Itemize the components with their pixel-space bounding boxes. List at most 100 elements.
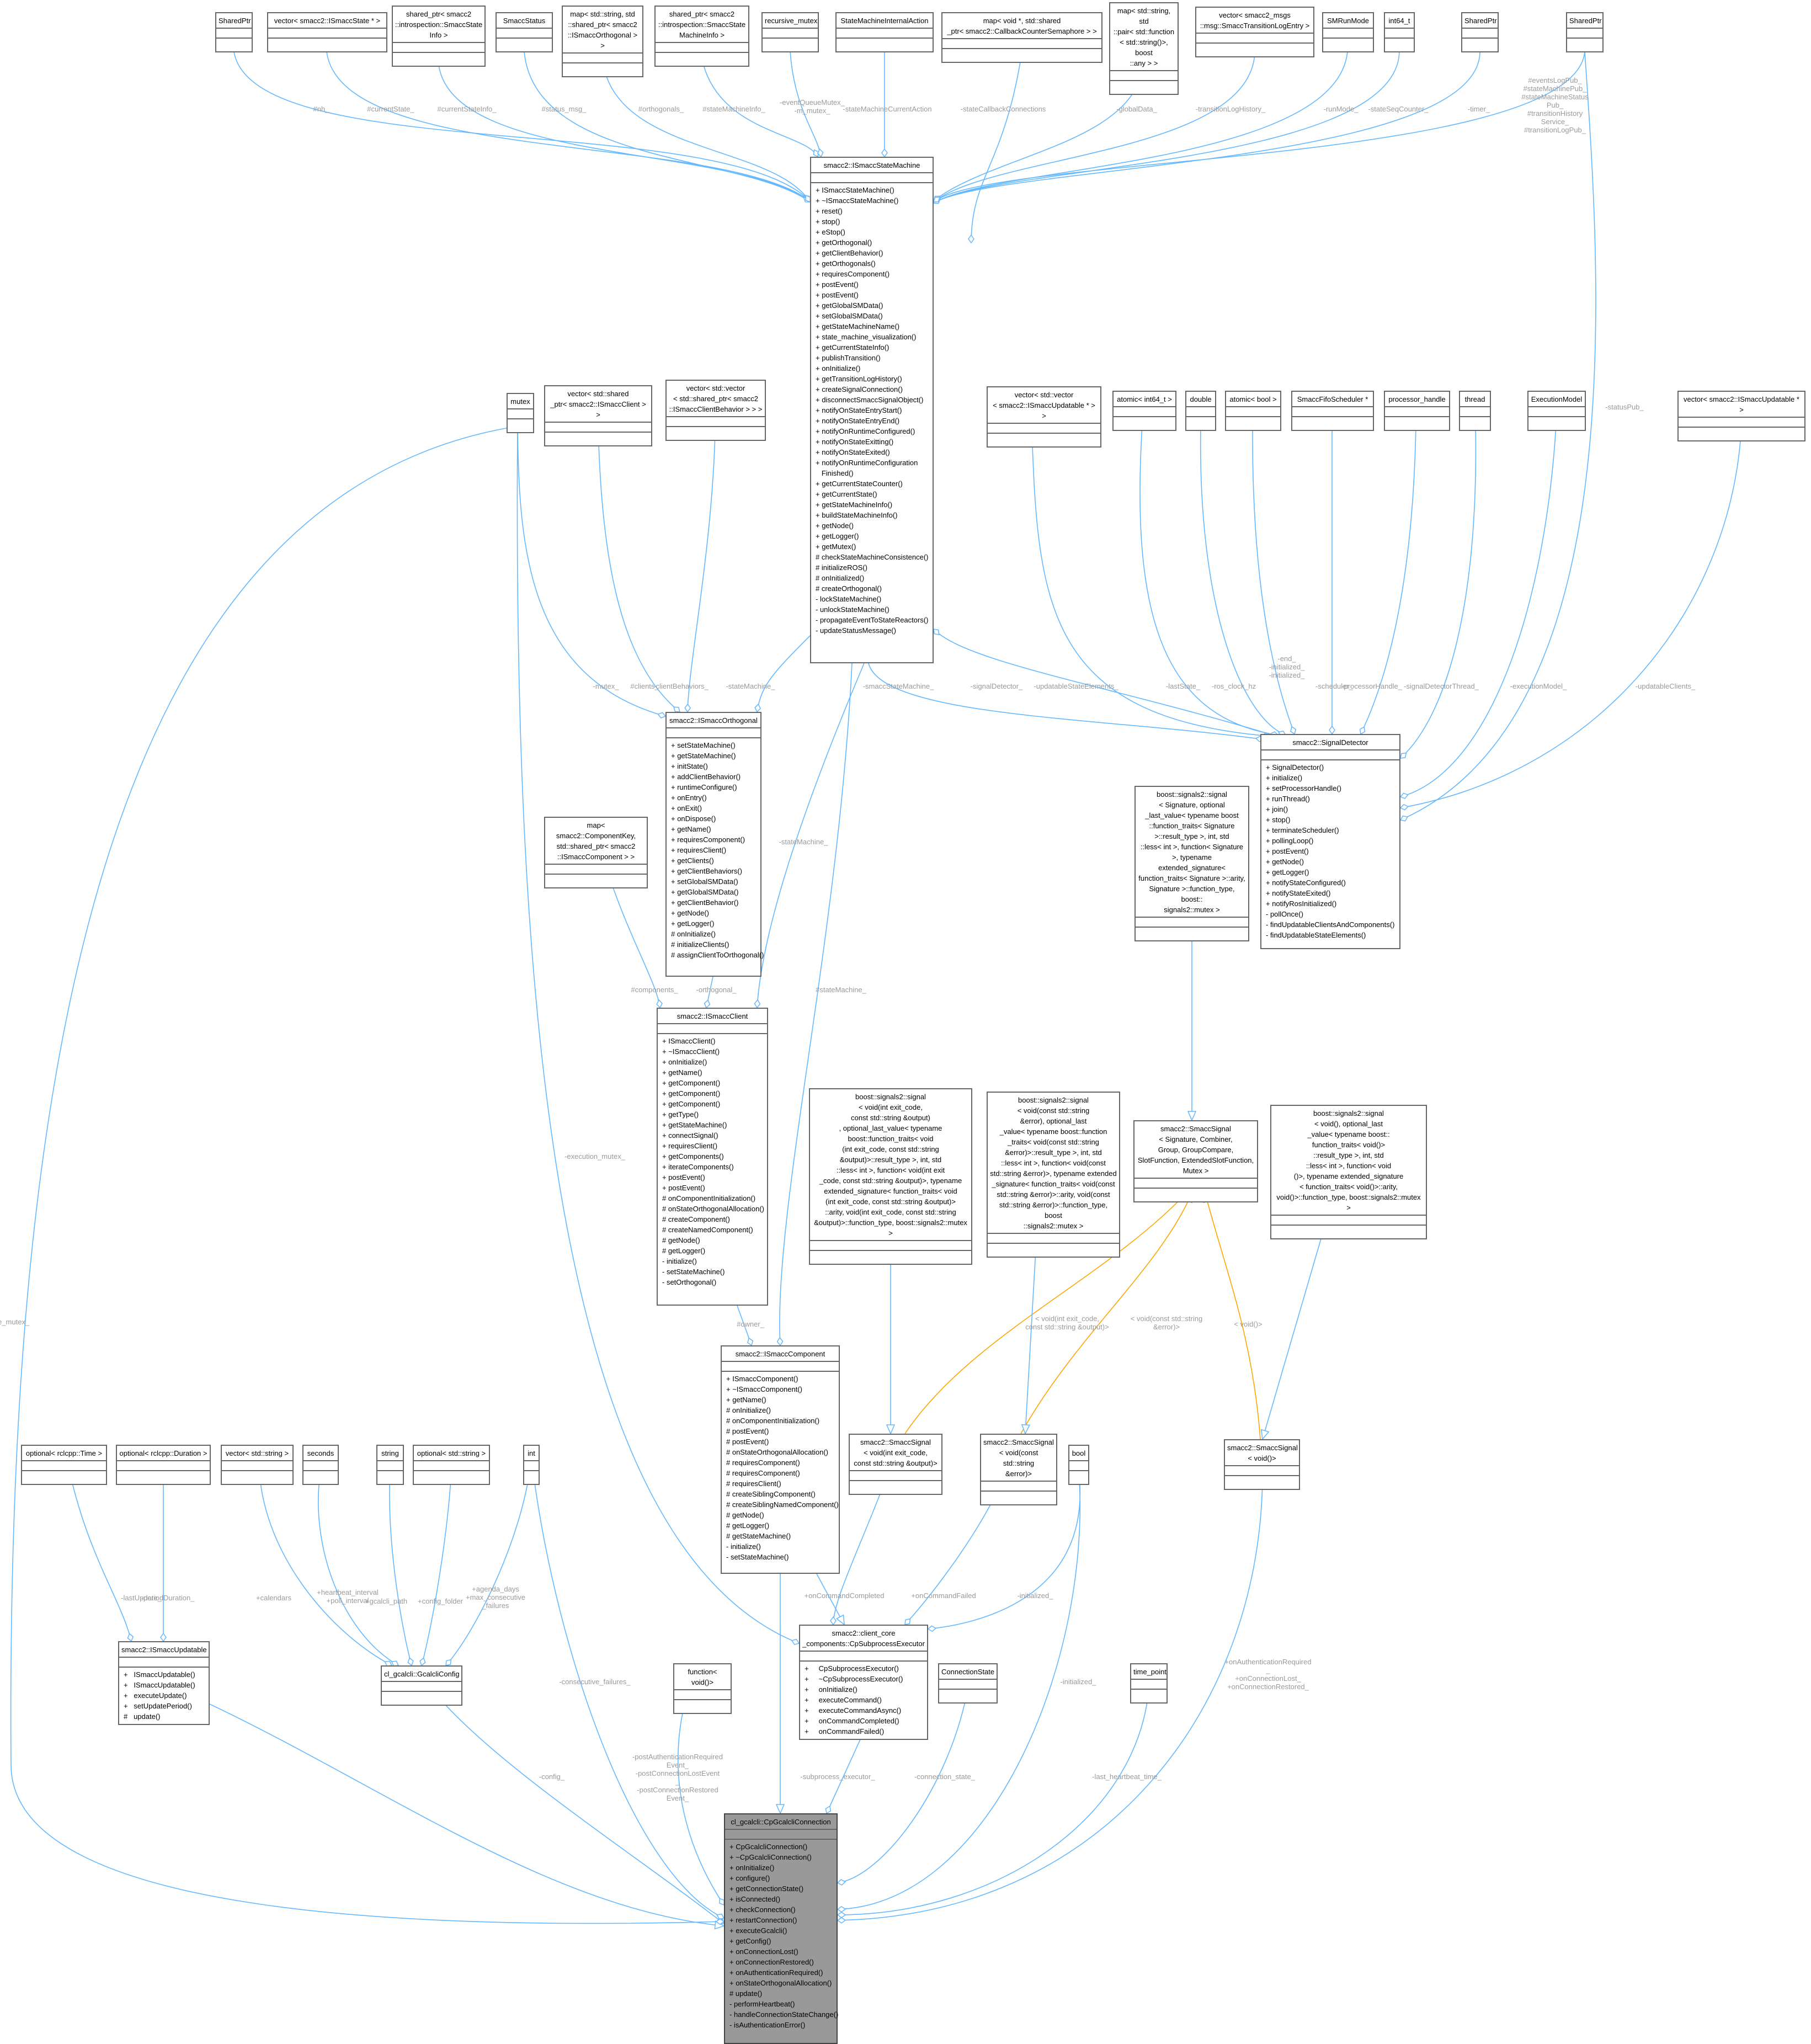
edge-e-sp2-ism (934, 51, 1480, 203)
method-initialize: - initialize() (726, 1542, 761, 1551)
edge-label-e-any-ism: -globalData_ (1116, 105, 1157, 113)
class-node-sp3[interactable]: SharedPtr (1566, 12, 1604, 52)
class-node-execmodel[interactable]: ExecutionModel (1527, 391, 1586, 431)
class-node-sig-void[interactable]: smacc2::SmaccSignal < void()> (1224, 1439, 1300, 1490)
class-node-map-orth[interactable]: map< std::string, std ::shared_ptr< smac… (562, 6, 643, 77)
class-node-time-point[interactable]: time_point (1130, 1663, 1168, 1704)
class-node-proc-handle[interactable]: processor_handle (1384, 391, 1450, 431)
class-node-cpgcalcli[interactable]: cl_gcalcli::CpGcalcliConnection+ CpGcalc… (724, 1813, 838, 2044)
class-node-thread[interactable]: thread (1459, 391, 1491, 431)
class-node-boost-void[interactable]: boost::signals2::signal < void(), option… (1270, 1105, 1427, 1239)
edge-e-ab-sd (1252, 424, 1295, 734)
class-node-string[interactable]: string (376, 1445, 404, 1485)
class-node-opt-str[interactable]: optional< std::string > (413, 1445, 490, 1485)
class-attributes (563, 54, 642, 63)
class-node-smaccsignal[interactable]: smacc2::SmaccSignal < Signature, Combine… (1133, 1120, 1258, 1202)
class-title: vector< smacc2::ISmaccState * > (268, 13, 386, 29)
class-node-opt-dur[interactable]: optional< rclcpp::Duration > (116, 1445, 211, 1485)
class-title: vector< std::string > (222, 1446, 292, 1461)
method-lockstatemachine: - lockStateMachine() (816, 595, 882, 603)
class-node-vec-vec-upd[interactable]: vector< std::vector < smacc2::ISmaccUpda… (987, 386, 1101, 448)
class-node-sp2[interactable]: SharedPtr (1461, 12, 1499, 52)
class-node-int[interactable]: int (523, 1445, 540, 1485)
class-node-vec-cb[interactable]: vector< std::vector < std::shared_ptr< s… (665, 380, 766, 441)
method-onconnectionrestored: + onConnectionRestored() (729, 1958, 814, 1966)
class-node-vec-state[interactable]: vector< smacc2::ISmaccState * > (267, 12, 387, 52)
class-node-opt-time[interactable]: optional< rclcpp::Time > (21, 1445, 107, 1485)
class-methods: + CpGcalcliConnection()+ ~CpGcalcliConne… (725, 1840, 838, 2032)
class-node-vec-client[interactable]: vector< std::shared _ptr< smacc2::ISmacc… (544, 385, 652, 446)
class-node-sp1[interactable]: SharedPtr (215, 12, 253, 52)
class-node-gconfig[interactable]: cl_gcalcli::GcalcliConfig (381, 1665, 462, 1706)
class-node-iorth[interactable]: smacc2::ISmaccOrthogonal+ setStateMachin… (665, 712, 764, 977)
class-node-sig-int-str[interactable]: smacc2::SmaccSignal < void(int exit_code… (849, 1434, 942, 1495)
class-title: SmaccFifoScheduler * (1292, 392, 1373, 407)
class-attributes (1225, 1466, 1299, 1476)
class-node-ism[interactable]: smacc2::ISmaccStateMachine+ ISmaccStateM… (810, 157, 934, 663)
class-attributes (800, 1652, 927, 1662)
class-attributes (837, 29, 933, 39)
class-node-boost-int-str[interactable]: boost::signals2::signal < void(int exit_… (809, 1088, 972, 1265)
class-title: ConnectionState (939, 1664, 997, 1680)
method-setstatemachine: + setStateMachine() (671, 741, 736, 749)
class-node-sigdet[interactable]: smacc2::SignalDetector+ SignalDetector()… (1260, 734, 1400, 949)
class-node-subexec[interactable]: smacc2::client_core _components::CpSubpr… (799, 1625, 928, 1740)
class-node-iclient[interactable]: smacc2::ISmaccClient+ ISmaccClient()+ ~I… (657, 1008, 768, 1306)
class-node-boost-generic[interactable]: boost::signals2::signal < Signature, opt… (1134, 786, 1249, 941)
edge-label-e-fifo-sd: -scheduler_ (1315, 682, 1354, 690)
class-node-sp-sminfo[interactable]: shared_ptr< smacc2 ::introspection::Smac… (654, 6, 749, 67)
class-title: vector< smacc2::ISmaccUpdatable * > (1679, 392, 1804, 418)
edge-e-vc-orth (598, 427, 680, 712)
class-node-double[interactable]: double (1185, 391, 1216, 431)
class-node-vec-upd[interactable]: vector< smacc2::ISmaccUpdatable * > (1677, 391, 1805, 441)
class-node-smrunmode[interactable]: SMRunMode (1322, 12, 1374, 52)
class-methods: + ISmaccComponent()+ ~ISmaccComponent()+… (722, 1372, 839, 1564)
class-attributes (942, 39, 1101, 49)
class-methods (545, 433, 651, 445)
class-node-func-void[interactable]: function< void()> (673, 1663, 732, 1714)
class-attributes (1528, 407, 1585, 417)
method-cpsubprocessexecutor: + CpSubprocessExecutor() (805, 1664, 899, 1673)
class-title: smacc2::SmaccSignal < Signature, Combine… (1134, 1121, 1257, 1179)
class-node-atomic-bool[interactable]: atomic< bool > (1225, 391, 1281, 431)
class-node-map-comp[interactable]: map< smacc2::ComponentKey, std::shared_p… (544, 817, 648, 888)
edge-e-vvu-sd (1031, 428, 1269, 736)
class-node-int64[interactable]: int64_t (1384, 12, 1415, 52)
edge-label-e-int-focus: -consecutive_failures_ (559, 1678, 631, 1686)
class-attributes (545, 423, 651, 433)
class-node-seconds[interactable]: seconds (302, 1445, 339, 1485)
class-node-sig-str[interactable]: smacc2::SmaccSignal < void(const std::st… (980, 1434, 1057, 1505)
edge-label-e-mo-ism: #orthogonals_ (638, 105, 684, 113)
class-node-fifo[interactable]: SmaccFifoScheduler * (1291, 391, 1374, 431)
class-node-vec-log[interactable]: vector< smacc2_msgs ::msg::SmaccTransiti… (1195, 7, 1314, 57)
class-node-sm-internal[interactable]: StateMachineInternalAction (835, 12, 934, 52)
class-node-map-sem[interactable]: map< void *, std::shared _ptr< smacc2::C… (941, 12, 1102, 63)
class-node-atomic-int64[interactable]: atomic< int64_t > (1112, 391, 1176, 431)
method-createcomponent: # createComponent() (662, 1215, 730, 1223)
class-node-boost-str[interactable]: boost::signals2::signal < void(const std… (987, 1092, 1120, 1258)
class-node-sp-stateinfo[interactable]: shared_ptr< smacc2 ::introspection::Smac… (392, 6, 486, 67)
class-node-icomponent[interactable]: smacc2::ISmaccComponent+ ISmaccComponent… (721, 1345, 840, 1574)
class-node-updatable[interactable]: smacc2::ISmaccUpdatable+ ISmaccUpdatable… (118, 1641, 210, 1725)
method-executeupdate: + executeUpdate() (124, 1691, 187, 1700)
class-node-map-any[interactable]: map< std::string, std ::pair< std::funct… (1109, 2, 1179, 95)
class-methods (563, 63, 642, 76)
class-node-smaccstatus[interactable]: SmaccStatus (496, 12, 553, 52)
class-node-vec-str[interactable]: vector< std::string > (221, 1445, 294, 1485)
edge-e-em-sd (1400, 424, 1557, 797)
method-iteratecomponents: + iterateComponents() (662, 1163, 734, 1171)
edge-label-e-ai-sd: -lastState_ (1166, 682, 1201, 690)
method-executegcalcli: + executeGcalcli() (729, 1926, 787, 1935)
class-node-bool[interactable]: bool (1068, 1445, 1089, 1485)
class-title: double (1186, 392, 1215, 407)
class-title: mutex (508, 394, 533, 409)
class-node-rec-mutex[interactable]: recursive_mutex (761, 12, 819, 52)
class-node-connstate[interactable]: ConnectionState (938, 1663, 998, 1704)
class-node-mutex[interactable]: mutex (507, 393, 534, 433)
method-initialize: - initialize() (662, 1257, 697, 1265)
method-ismacccomponent: + ~ISmaccComponent() (726, 1385, 803, 1393)
class-methods (837, 39, 933, 51)
class-attributes (722, 1362, 839, 1372)
